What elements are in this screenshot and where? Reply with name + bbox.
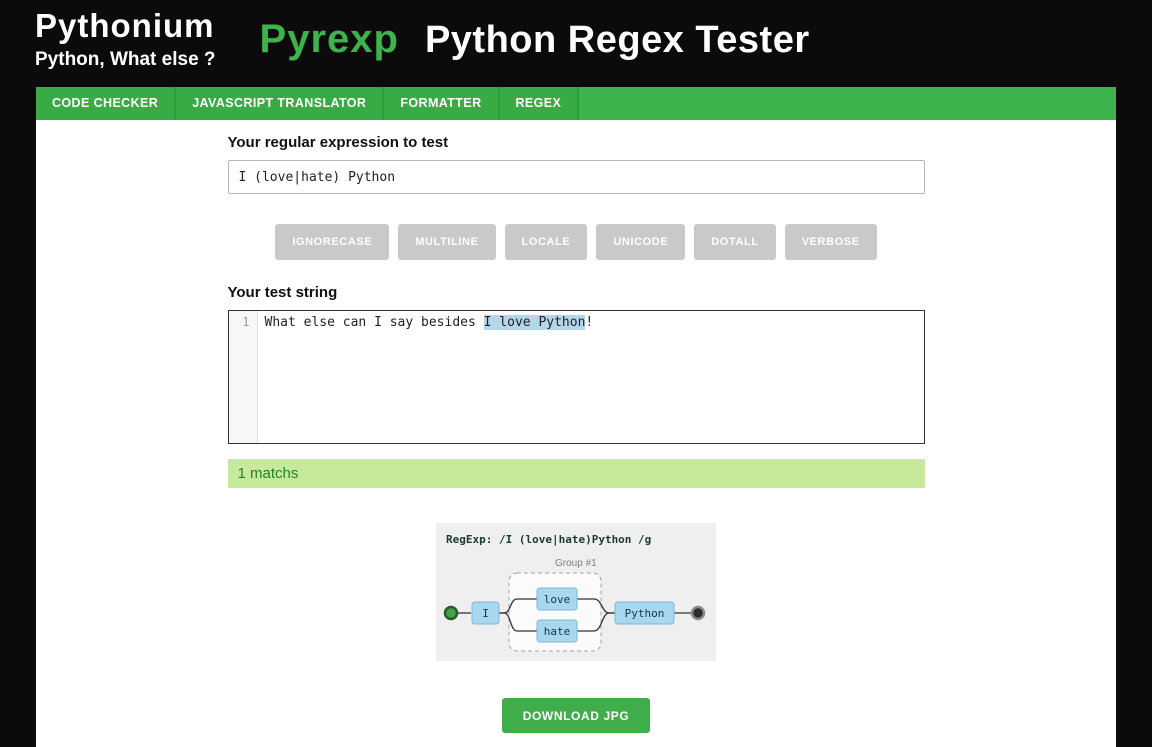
flag-locale-button[interactable]: LOCALE: [504, 224, 588, 261]
editor-match-highlight: I love Python: [483, 315, 586, 331]
brand-row: Pyrexp Python Regex Tester: [260, 17, 810, 62]
railroad-diagram: RegExp: /I (love|hate)Python /g Group #1: [436, 523, 716, 662]
nav-item-code-checker[interactable]: CODE CHECKER: [36, 87, 177, 121]
main-nav: CODE CHECKER JAVASCRIPT TRANSLATOR FORMA…: [36, 87, 1116, 121]
flag-verbose-button[interactable]: VERBOSE: [784, 224, 877, 261]
header: Pythonium Python, What else ? Pyrexp Pyt…: [0, 0, 1152, 88]
editor-text-before: What else can I say besides: [264, 315, 484, 331]
test-string-editor[interactable]: 1 What else can I say besides I love Pyt…: [227, 310, 925, 445]
diagram-connectors: [457, 598, 691, 632]
svg-text:hate: hate: [544, 625, 571, 638]
regex-input[interactable]: [227, 160, 925, 195]
page-title: Python Regex Tester: [424, 19, 810, 62]
end-circle: [690, 606, 706, 621]
flag-ignorecase-button[interactable]: IGNORECASE: [275, 224, 390, 261]
match-status-bar: 1 matchs: [227, 459, 925, 489]
download-wrap: DOWNLOAD JPG: [228, 698, 925, 734]
line-number: 1: [242, 315, 250, 330]
pythonium-logo[interactable]: Pythonium Python, What else ?: [35, 7, 216, 71]
node-I: I: [471, 601, 500, 625]
svg-text:Python: Python: [625, 607, 665, 620]
start-circle: [443, 606, 459, 621]
editor-text-after: !: [585, 315, 594, 331]
flag-multiline-button[interactable]: MULTILINE: [398, 224, 496, 261]
flag-unicode-button[interactable]: UNICODE: [596, 224, 686, 261]
editor-code-area: What else can I say besides I love Pytho…: [258, 311, 924, 443]
download-jpg-button[interactable]: DOWNLOAD JPG: [501, 698, 651, 734]
test-string-label: Your test string: [227, 284, 338, 302]
railroad-diagram-wrap: RegExp: /I (love|hate)Python /g Group #1: [228, 523, 925, 662]
match-status-text: 1 matchs: [237, 465, 299, 483]
brand-pyrexp: Pyrexp: [259, 17, 399, 62]
logo-subtitle: Python, What else ?: [35, 49, 216, 71]
diagram-regexp-text: RegExp: /I (love|hate)Python /g: [446, 533, 651, 546]
svg-text:I: I: [482, 607, 489, 620]
flag-buttons-row: IGNORECASE MULTILINE LOCALE UNICODE DOTA…: [228, 224, 925, 261]
nav-item-regex[interactable]: REGEX: [499, 87, 580, 121]
nav-item-javascript-translator[interactable]: JAVASCRIPT TRANSLATOR: [176, 87, 385, 121]
svg-text:love: love: [544, 593, 571, 606]
regex-label: Your regular expression to test: [227, 134, 449, 152]
node-hate: hate: [536, 619, 578, 643]
diagram-group-label: Group #1: [555, 558, 597, 569]
editor-gutter: 1: [228, 311, 258, 444]
logo-title: Pythonium: [35, 7, 215, 44]
main-content: Your regular expression to test IGNORECA…: [36, 120, 1116, 747]
page-container: CODE CHECKER JAVASCRIPT TRANSLATOR FORMA…: [36, 87, 1116, 747]
node-Python: Python: [614, 601, 675, 625]
flag-dotall-button[interactable]: DOTALL: [694, 224, 776, 261]
nav-item-formatter[interactable]: FORMATTER: [384, 87, 500, 121]
node-love: love: [536, 587, 578, 611]
